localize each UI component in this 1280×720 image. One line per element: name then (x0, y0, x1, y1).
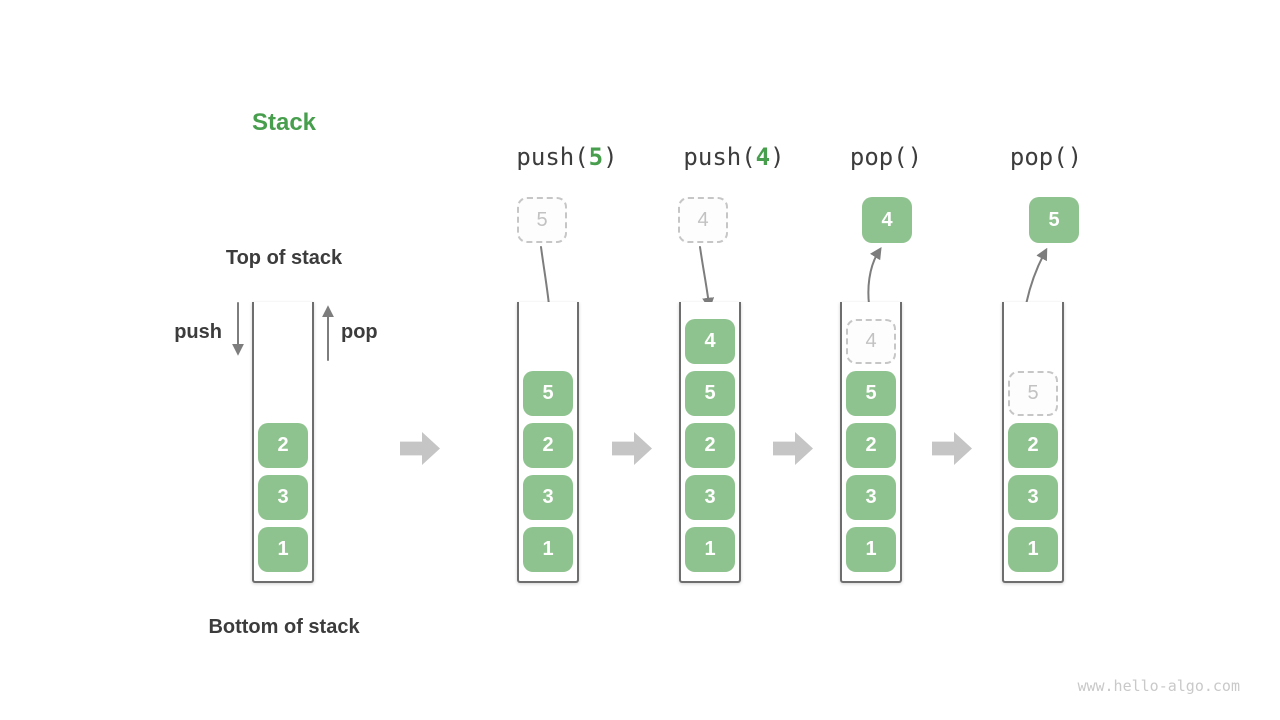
stack-cell: 2 (846, 423, 896, 468)
incoming-ghost-cell: 5 (517, 197, 567, 243)
stack-cell: 2 (523, 423, 573, 468)
stack-cell: 2 (258, 423, 308, 468)
stack-cell: 4 (685, 319, 735, 364)
op-arg: 5 (588, 143, 604, 171)
op-label-pop-second: pop() (1009, 143, 1083, 171)
op-text: ) (770, 143, 785, 171)
stack-cell: 3 (846, 475, 896, 520)
stack-cell: 3 (1008, 475, 1058, 520)
stack-cell: 1 (1008, 527, 1058, 572)
op-label-pop-first: pop() (849, 143, 923, 171)
stack-cell: 1 (258, 527, 308, 572)
stack-cell: 5 (523, 371, 573, 416)
incoming-ghost-cell: 4 (678, 197, 728, 243)
stack-cell: 3 (685, 475, 735, 520)
pop-annotation: pop (341, 321, 378, 343)
popped-cell: 4 (862, 197, 912, 243)
stack-cell: 5 (685, 371, 735, 416)
removed-ghost-cell: 4 (846, 319, 896, 364)
op-arg: 4 (755, 143, 771, 171)
stack-cell: 3 (523, 475, 573, 520)
popped-cell: 5 (1029, 197, 1079, 243)
stack-cell: 2 (685, 423, 735, 468)
top-of-stack-label: Top of stack (225, 247, 343, 269)
step-arrow-icon (400, 432, 440, 465)
stack-cell: 2 (1008, 423, 1058, 468)
push-annotation: push (174, 321, 222, 343)
removed-ghost-cell: 5 (1008, 371, 1058, 416)
op-label-push4: push(4) (683, 143, 784, 171)
step-arrow-icon (612, 432, 652, 465)
step-arrow-icon (932, 432, 972, 465)
stack-cell: 3 (258, 475, 308, 520)
step-arrow-icon (773, 432, 813, 465)
op-text: ) (603, 143, 618, 171)
stack-cell: 1 (846, 527, 896, 572)
stack-cell: 1 (685, 527, 735, 572)
stack-cell: 5 (846, 371, 896, 416)
op-text: push( (516, 143, 589, 171)
bottom-of-stack-label: Bottom of stack (208, 616, 360, 638)
stack-cell: 1 (523, 527, 573, 572)
diagram-title: Stack (251, 109, 317, 136)
watermark: www.hello-algo.com (1077, 677, 1240, 695)
push4-motion-arrow (699, 246, 715, 310)
op-label-push5: push(5) (516, 143, 617, 171)
op-text: push( (683, 143, 756, 171)
